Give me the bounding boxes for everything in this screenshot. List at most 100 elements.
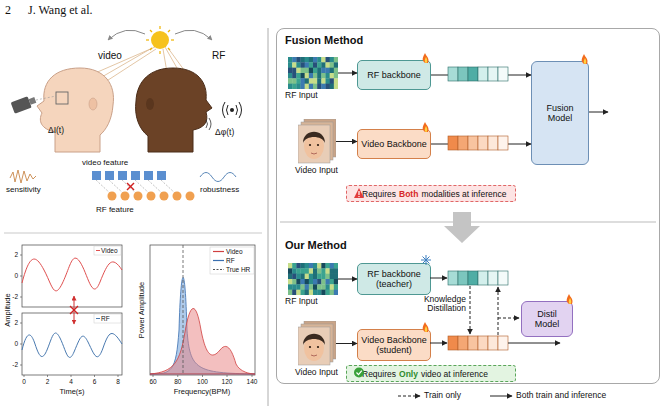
heatmap-cell	[317, 78, 321, 84]
panel-dividers	[4, 28, 656, 406]
heatmap-cell	[292, 268, 296, 274]
time-plot	[70, 306, 78, 314]
heatmap-cell	[334, 84, 338, 89]
axis-title: Time(s)	[59, 388, 84, 396]
flow-arrow	[589, 112, 608, 113]
spectrum-plot	[153, 375, 252, 377]
tick-label: -2	[6, 361, 18, 368]
tick-label: 2	[6, 251, 18, 258]
time-plot	[94, 246, 121, 255]
time-plot	[71, 375, 72, 377]
sun-illustration	[171, 39, 174, 40]
input-label: Video Input	[295, 165, 338, 175]
time-plot	[22, 333, 122, 357]
heatmap-cell	[330, 68, 334, 74]
heatmap-cell	[301, 68, 305, 74]
heatmap-cell	[330, 78, 334, 84]
heatmap-cell	[288, 290, 292, 295]
signal-label: Δφ(t)	[215, 128, 234, 137]
heatmap-cell	[305, 62, 309, 68]
feature-comparison	[121, 192, 130, 201]
heatmap-cell	[288, 268, 292, 274]
heatmap-cell	[313, 290, 317, 295]
input-label: Video Input	[295, 367, 338, 377]
time-plot	[20, 255, 118, 377]
heatmap-cell	[309, 84, 313, 89]
heatmap-cell	[321, 62, 325, 68]
distillation-arrow	[498, 318, 519, 319]
heatmap-cell	[313, 268, 317, 274]
heatmap-cell	[317, 57, 321, 63]
connector-arrow	[338, 279, 357, 280]
heatmap-cell	[288, 78, 292, 84]
feature-bar	[458, 67, 468, 81]
tick-label: 60	[149, 378, 156, 385]
heatmap-cell	[309, 68, 313, 74]
axis-title: Amplitude	[4, 293, 12, 326]
tick-label: 0	[22, 378, 26, 385]
heatmap-cell	[309, 274, 313, 280]
legend-text: Train only	[424, 391, 461, 400]
feature-comparison	[200, 173, 236, 182]
warning-banner: RequiresBothmodalities at inference	[346, 185, 516, 202]
time-plot	[20, 344, 22, 345]
heatmap-cell	[317, 290, 321, 295]
sun-illustration	[168, 30, 170, 32]
connector-arrow	[336, 343, 357, 344]
heatmap-cell	[301, 279, 305, 285]
modality-label: video	[98, 50, 122, 61]
feature-bar	[498, 136, 508, 150]
time-plot	[47, 375, 48, 377]
feature-comparison	[186, 192, 195, 201]
heatmap-cell	[292, 68, 296, 74]
heatmap-cell	[301, 84, 305, 89]
heatmap-cell	[292, 290, 296, 295]
panel-dividers	[268, 28, 269, 406]
heatmap-cell	[326, 62, 330, 68]
spectrum-plot	[227, 375, 228, 377]
feature-comparison	[173, 192, 182, 201]
tick-label: 80	[174, 378, 181, 385]
legend-sample	[490, 396, 512, 397]
spectrum-plot	[153, 375, 154, 377]
heatmap-cell	[313, 279, 317, 285]
axis-title: Frequency(BPM)	[174, 388, 231, 396]
feature-comparison	[92, 171, 101, 180]
heatmap-cell	[296, 73, 300, 79]
box-text: Fusion Model	[535, 103, 585, 124]
rf-head	[227, 105, 229, 115]
heatmap-cell	[326, 57, 330, 63]
axis-title: Power Amplitude	[138, 282, 146, 338]
feature-comparison	[160, 192, 169, 201]
face-frames	[298, 327, 330, 365]
heatmap-cell	[334, 274, 338, 280]
section-heading: Fusion Method	[285, 34, 363, 46]
backbone-box: Video Backbone	[357, 129, 431, 159]
legend-text: True HR	[226, 266, 250, 273]
heatmap-cell	[326, 84, 330, 89]
property-label: robustness	[200, 186, 239, 195]
heatmap-cell	[305, 284, 309, 290]
heatmap-cell	[313, 73, 317, 79]
feature-label: video feature	[82, 159, 128, 168]
heatmap-cell	[305, 290, 309, 295]
time-plot	[20, 365, 22, 366]
time-plot	[94, 314, 121, 323]
heatmap-cell	[313, 68, 317, 74]
snowflake-icon	[423, 257, 430, 264]
heatmap-cell	[313, 274, 317, 280]
legend-text: RF	[226, 257, 235, 264]
time-plot	[96, 250, 100, 251]
heatmap-cell	[292, 279, 296, 285]
heatmap-cell	[288, 263, 292, 269]
heatmap-cell	[321, 57, 325, 63]
feature-bar	[488, 336, 498, 350]
feature-comparison	[10, 170, 36, 183]
heatmap-cell	[326, 290, 330, 295]
spectrum-plot	[252, 375, 253, 377]
tick-label: 0	[6, 272, 18, 279]
heatmap-cell	[321, 84, 325, 89]
feature-comparison	[118, 171, 127, 180]
